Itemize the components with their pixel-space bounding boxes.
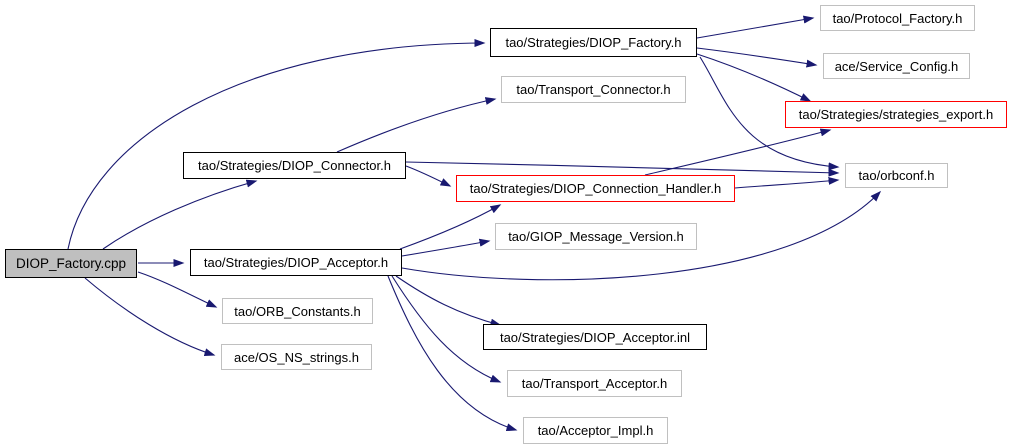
edge-diop-connector-h-to-orbconf-h [405, 161, 840, 177]
graph-node-orbconf-h: tao/orbconf.h [845, 163, 948, 188]
graph-node-orb-constants-h: tao/ORB_Constants.h [222, 298, 373, 324]
edge-diop-factory-h-to-orbconf-h [699, 56, 840, 171]
edge-diop-acceptor-h-to-giop-message-version-h [401, 238, 491, 257]
edge-diop-factory-h-to-service-config-h [696, 47, 818, 68]
edge-diop-acceptor-h-to-transport-acceptor-h [391, 275, 502, 383]
edge-diop-connection-handler-h-to-strategies-export-h [644, 128, 832, 176]
graph-node-acceptor-impl-h: tao/Acceptor_Impl.h [523, 417, 668, 444]
graph-node-protocol-factory-h: tao/Protocol_Factory.h [820, 5, 975, 31]
graph-node-diop-connector-h[interactable]: tao/Strategies/DIOP_Connector.h [183, 152, 406, 179]
edge-diop-factory-cpp-to-diop-connector-h [102, 179, 258, 250]
edge-diop-connector-h-to-transport-connector-h [336, 97, 497, 153]
graph-node-diop-factory-h[interactable]: tao/Strategies/DIOP_Factory.h [490, 28, 697, 57]
graph-node-transport-connector-h: tao/Transport_Connector.h [501, 76, 686, 103]
edge-diop-factory-cpp-to-os-ns-strings-h [84, 277, 216, 357]
graph-node-diop-acceptor-h[interactable]: tao/Strategies/DIOP_Acceptor.h [190, 249, 402, 276]
edge-diop-acceptor-h-to-diop-acceptor-inl [395, 275, 502, 327]
edges [67, 15, 882, 432]
edge-diop-acceptor-h-to-acceptor-impl-h [387, 275, 518, 432]
graph-node-service-config-h: ace/Service_Config.h [823, 53, 970, 79]
edge-diop-factory-h-to-protocol-factory-h [696, 15, 815, 39]
edge-diop-factory-cpp-to-diop-factory-h [67, 39, 486, 250]
graph-node-diop-factory-cpp: DIOP_Factory.cpp [5, 249, 137, 278]
graph-node-diop-acceptor-inl[interactable]: tao/Strategies/DIOP_Acceptor.inl [483, 324, 707, 350]
edge-diop-connection-handler-h-to-orbconf-h [734, 176, 840, 189]
graph-node-os-ns-strings-h: ace/OS_NS_strings.h [221, 344, 372, 370]
edge-diop-factory-cpp-to-orb-constants-h [137, 271, 218, 308]
graph-node-giop-message-version-h: tao/GIOP_Message_Version.h [495, 223, 697, 250]
graph-node-diop-connection-handler-h[interactable]: tao/Strategies/DIOP_Connection_Handler.h [456, 175, 735, 202]
edge-diop-acceptor-h-to-orbconf-h [401, 190, 882, 281]
edge-diop-acceptor-h-to-diop-connection-handler-h [399, 204, 502, 250]
edge-diop-factory-h-to-strategies-export-h [696, 53, 812, 102]
edge-diop-connector-h-to-diop-connection-handler-h [405, 165, 452, 187]
graph-node-transport-acceptor-h: tao/Transport_Acceptor.h [507, 370, 682, 397]
graph-node-strategies-export-h[interactable]: tao/Strategies/strategies_export.h [785, 101, 1007, 128]
